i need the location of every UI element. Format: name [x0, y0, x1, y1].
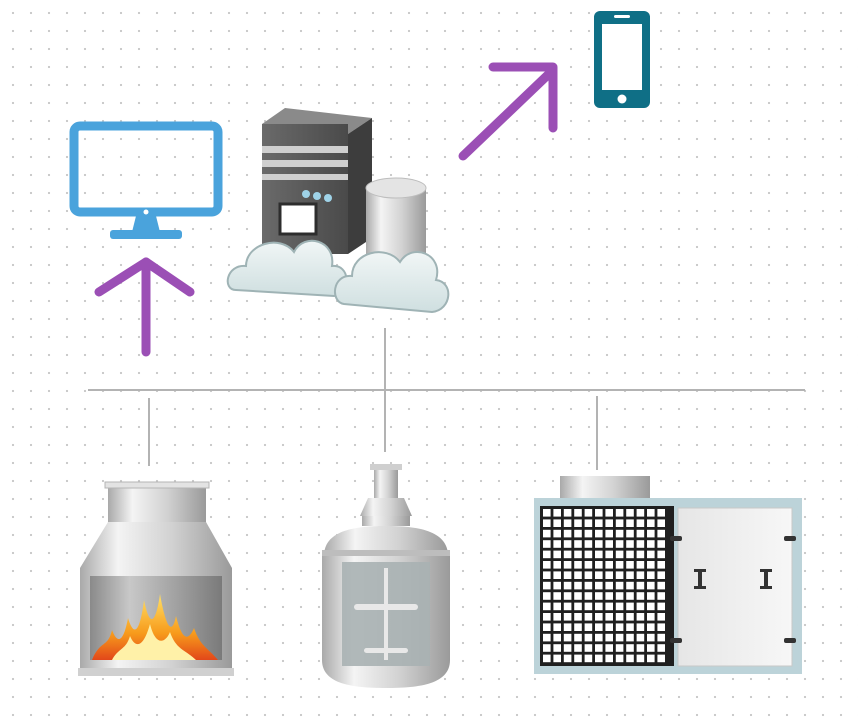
connector-lines — [88, 328, 805, 470]
desktop-monitor-icon — [69, 121, 223, 239]
cloud-server-icon — [226, 108, 450, 314]
smartphone-icon — [594, 11, 650, 108]
arrow-up-right-icon — [458, 62, 558, 161]
flame-icon — [92, 594, 218, 660]
arrow-up-icon — [94, 257, 195, 357]
furnace-icon — [78, 481, 234, 676]
mixing-reactor-icon — [322, 464, 450, 688]
air-cooler-unit-icon — [534, 476, 802, 674]
